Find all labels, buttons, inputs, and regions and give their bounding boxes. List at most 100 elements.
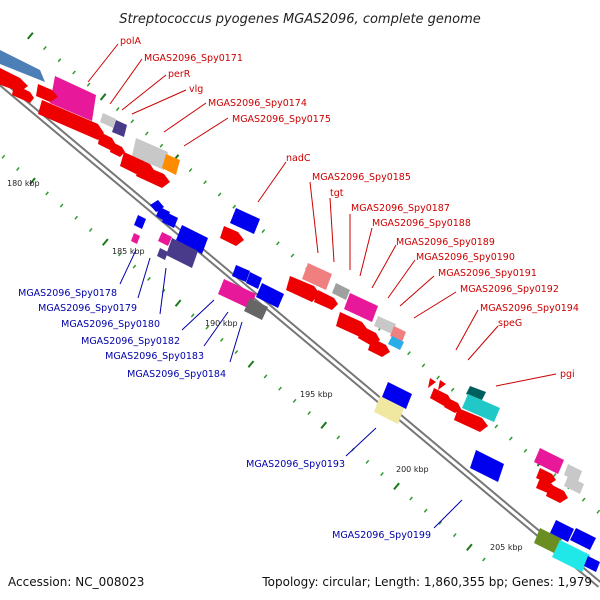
gene-label[interactable]: MGAS2096_Spy0184	[127, 369, 226, 380]
gene-feature[interactable]	[100, 113, 116, 128]
gene-label[interactable]: pgi	[560, 369, 575, 380]
tick-mark	[132, 264, 137, 269]
gene-feature[interactable]	[428, 378, 436, 388]
gene-feature[interactable]	[564, 464, 582, 482]
gene-label[interactable]: nadC	[286, 153, 311, 164]
gene-feature[interactable]	[110, 142, 125, 157]
gene-feature[interactable]	[314, 290, 338, 310]
gene-feature[interactable]	[218, 279, 256, 309]
tick-mark	[190, 313, 195, 318]
gene-label[interactable]: MGAS2096_Spy0185	[312, 172, 411, 183]
gene-feature[interactable]	[570, 528, 596, 550]
gene-feature[interactable]	[220, 226, 244, 246]
gene-label[interactable]: MGAS2096_Spy0191	[438, 268, 537, 279]
gene-feature[interactable]	[382, 382, 412, 409]
tick-mark	[234, 350, 239, 355]
gene-label[interactable]: MGAS2096_Spy0182	[81, 336, 180, 347]
gene-feature[interactable]	[454, 408, 488, 432]
gene-label[interactable]: MGAS2096_Spy0188	[372, 218, 471, 229]
gene-feature[interactable]	[12, 84, 34, 103]
gene-label[interactable]: vlg	[189, 84, 203, 95]
gene-feature[interactable]	[438, 380, 446, 390]
gene-label[interactable]: MGAS2096_Spy0171	[144, 53, 243, 64]
gene-feature[interactable]	[230, 208, 260, 234]
gene-feature[interactable]	[368, 338, 390, 357]
gene-feature[interactable]	[112, 120, 127, 137]
gene-feature[interactable]	[132, 138, 168, 170]
gene-feature[interactable]	[157, 248, 168, 260]
gene-feature[interactable]	[302, 263, 332, 290]
tick-mark	[421, 363, 426, 368]
gene-feature[interactable]	[552, 540, 590, 572]
forward-gene-labels: polA MGAS2096_Spy0171 perR vlg MGAS2096_…	[87, 36, 579, 387]
gene-feature[interactable]	[470, 450, 504, 482]
tick-mark	[494, 424, 499, 429]
gene-feature[interactable]	[550, 520, 574, 542]
gene-feature[interactable]	[36, 84, 58, 102]
gene-label[interactable]: polA	[120, 36, 141, 47]
gene-feature[interactable]	[462, 394, 500, 422]
tick-mark	[466, 543, 473, 551]
gene-feature[interactable]	[466, 386, 486, 400]
gene-feature[interactable]	[246, 272, 262, 289]
gene-feature[interactable]	[50, 76, 96, 121]
gene-feature[interactable]	[374, 316, 396, 334]
tick-mark	[509, 436, 513, 441]
gene-label[interactable]: MGAS2096_Spy0194	[480, 303, 579, 314]
gene-feature[interactable]	[374, 396, 404, 424]
gene-label[interactable]: MGAS2096_Spy0178	[18, 288, 117, 299]
gene-label[interactable]: MGAS2096_Spy0192	[460, 284, 559, 295]
gene-label[interactable]: MGAS2096_Spy0175	[232, 114, 331, 125]
gene-feature[interactable]	[256, 283, 284, 308]
gene-feature[interactable]	[166, 238, 198, 268]
gene-feature[interactable]	[131, 233, 140, 244]
gene-feature[interactable]	[0, 68, 28, 92]
tick-mark	[261, 229, 266, 234]
tick-mark	[596, 509, 600, 514]
gene-feature[interactable]	[336, 312, 368, 337]
gene-label[interactable]: MGAS2096_Spy0179	[38, 303, 137, 314]
gene-feature[interactable]	[232, 265, 250, 282]
tick-mark	[115, 107, 120, 112]
gene-feature[interactable]	[134, 215, 146, 229]
gene-label[interactable]: MGAS2096_Spy0183	[105, 351, 204, 362]
gene-label[interactable]: tgt	[330, 188, 344, 199]
gene-feature[interactable]	[244, 298, 268, 320]
gene-feature[interactable]	[136, 164, 170, 188]
gene-feature[interactable]	[158, 232, 172, 246]
summary-text: Topology: circular; Length: 1,860,355 bp…	[261, 575, 592, 589]
gene-label[interactable]: MGAS2096_Spy0174	[208, 98, 307, 109]
gene-feature[interactable]	[162, 154, 180, 175]
gene-label[interactable]: MGAS2096_Spy0193	[246, 459, 345, 470]
gene-feature[interactable]	[564, 476, 584, 494]
tick-mark	[159, 143, 164, 148]
gene-feature[interactable]	[0, 45, 45, 82]
tick-mark	[409, 496, 413, 501]
gene-label[interactable]: speG	[498, 318, 522, 329]
gene-feature[interactable]	[38, 100, 104, 140]
tick-mark	[205, 325, 210, 330]
gene-feature[interactable]	[176, 225, 208, 254]
gene-label[interactable]: perR	[168, 69, 191, 80]
tick-mark	[436, 375, 440, 380]
gene-label[interactable]: MGAS2096_Spy0180	[61, 319, 160, 330]
gene-feature[interactable]	[546, 484, 568, 503]
gene-feature[interactable]	[388, 336, 404, 350]
gene-label[interactable]: MGAS2096_Spy0187	[351, 203, 450, 214]
gene-feature[interactable]	[344, 293, 378, 322]
tick-mark	[380, 472, 384, 477]
gene-feature[interactable]	[534, 448, 564, 474]
gene-label[interactable]: MGAS2096_Spy0199	[332, 530, 431, 541]
gene-label[interactable]: MGAS2096_Spy0189	[396, 237, 495, 248]
tick-mark	[144, 131, 149, 136]
gene-feature[interactable]	[584, 556, 600, 572]
gene-feature[interactable]	[332, 283, 350, 300]
tick-mark	[523, 448, 528, 453]
gene-feature[interactable]	[286, 276, 320, 302]
gene-label[interactable]: MGAS2096_Spy0190	[416, 252, 515, 263]
gene-feature[interactable]	[162, 212, 178, 228]
gene-feature[interactable]	[444, 398, 461, 413]
gene-feature[interactable]	[534, 528, 562, 554]
